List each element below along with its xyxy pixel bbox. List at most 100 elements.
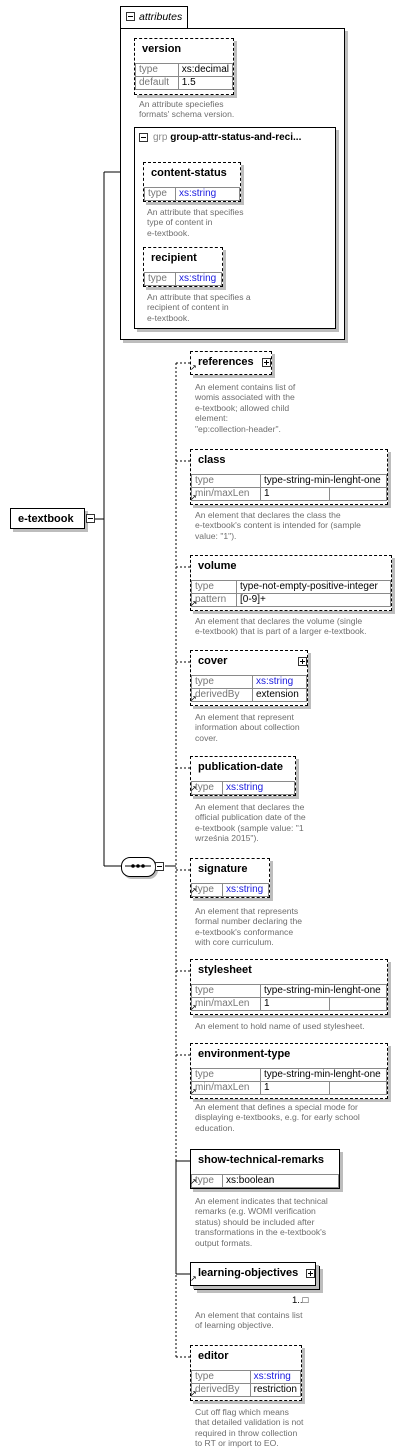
reference-arrow-icon: ↗ xyxy=(190,599,197,608)
sequence-icon xyxy=(125,864,151,868)
doc-line: cover. xyxy=(195,732,218,743)
learning-objectives-name: learning-objectives xyxy=(198,1267,299,1279)
attribute-group[interactable]: grp group-attr-status-and-reci... xyxy=(134,127,336,329)
property-row: pattern[0-9]+ xyxy=(191,593,391,607)
sequence-compositor[interactable] xyxy=(121,857,156,877)
doc-line: września 2015"). xyxy=(195,833,259,844)
collapse-icon[interactable] xyxy=(126,12,135,21)
attributes-tab[interactable]: attributes xyxy=(120,6,188,28)
collapse-icon[interactable] xyxy=(155,862,164,871)
property-key: type xyxy=(191,1068,261,1082)
reference-arrow-icon: ↗ xyxy=(190,1177,197,1186)
reference-arrow-icon: ↗ xyxy=(190,694,197,703)
doc-line: womis associated with the xyxy=(195,392,295,403)
property-value: 1 xyxy=(260,1081,330,1095)
doc-line: required in throw collection xyxy=(195,1427,298,1438)
property-key: derivedBy xyxy=(191,688,253,702)
property-key: type xyxy=(144,187,176,201)
doc-line: that detailed validation is not xyxy=(195,1417,304,1428)
property-value: 1 xyxy=(260,487,330,501)
expand-icon[interactable] xyxy=(262,358,271,367)
doc-line: with core curriculum. xyxy=(195,937,274,948)
doc-line: e-textbook's conformance xyxy=(195,926,294,937)
reference-arrow-icon: ↗ xyxy=(190,784,197,793)
property-key: type xyxy=(144,272,176,286)
element-references[interactable]: references↗ xyxy=(190,351,272,375)
property-value: restriction xyxy=(249,1383,302,1397)
expand-icon[interactable] xyxy=(306,1269,315,1278)
reference-arrow-icon: ↗ xyxy=(190,1274,197,1283)
property-value: extension xyxy=(252,688,307,702)
publication-date-name: publication-date xyxy=(198,761,283,773)
doc-line: e-textbook's content is intended for (sa… xyxy=(195,520,361,531)
property-key: type xyxy=(135,63,179,77)
recipient-name: recipient xyxy=(151,252,197,264)
doc-line: An attribute speciefies xyxy=(139,99,224,109)
doc-line: official publication date of the xyxy=(195,812,306,823)
root-name: e-textbook xyxy=(18,513,74,525)
doc-line: e-textbook; allowed child xyxy=(195,402,290,413)
element-learning-objectives[interactable]: learning-objectives↗ xyxy=(190,1262,316,1286)
show-technical-remarks-name: show-technical-remarks xyxy=(198,1154,324,1166)
occurrence-label: 1..□ xyxy=(292,1295,309,1306)
root-element[interactable]: e-textbook xyxy=(10,508,85,529)
doc-line: recipient of content in xyxy=(147,302,229,313)
class-name: class xyxy=(198,454,226,466)
doc-line: formal number declaring the xyxy=(195,916,302,927)
property-value: 1 xyxy=(260,997,330,1011)
doc-line: status) should be included after xyxy=(195,1216,315,1227)
documentation: An element that defines a special mode f… xyxy=(195,1102,360,1133)
property-value: type-not-empty-positive-integer xyxy=(236,580,391,594)
doc-line: Cut off flag which means xyxy=(195,1407,289,1417)
attribute-group-header: grp group-attr-status-and-reci... xyxy=(135,128,301,148)
doc-line: "ep:collection-header". xyxy=(195,423,281,434)
property-value: type-string-min-lenght-one xyxy=(260,1068,387,1082)
property-key: type xyxy=(191,984,261,998)
property-key: derivedBy xyxy=(191,1383,251,1397)
expand-icon[interactable] xyxy=(298,657,307,666)
doc-line: An element contains list of xyxy=(195,382,296,392)
property-value: xs:string xyxy=(222,781,295,795)
collapse-icon[interactable] xyxy=(139,133,148,142)
doc-line: type of content in xyxy=(147,217,213,228)
doc-line: value: "1"). xyxy=(195,530,237,541)
property-key: min/maxLen xyxy=(191,997,261,1011)
collapse-icon[interactable] xyxy=(86,514,95,523)
